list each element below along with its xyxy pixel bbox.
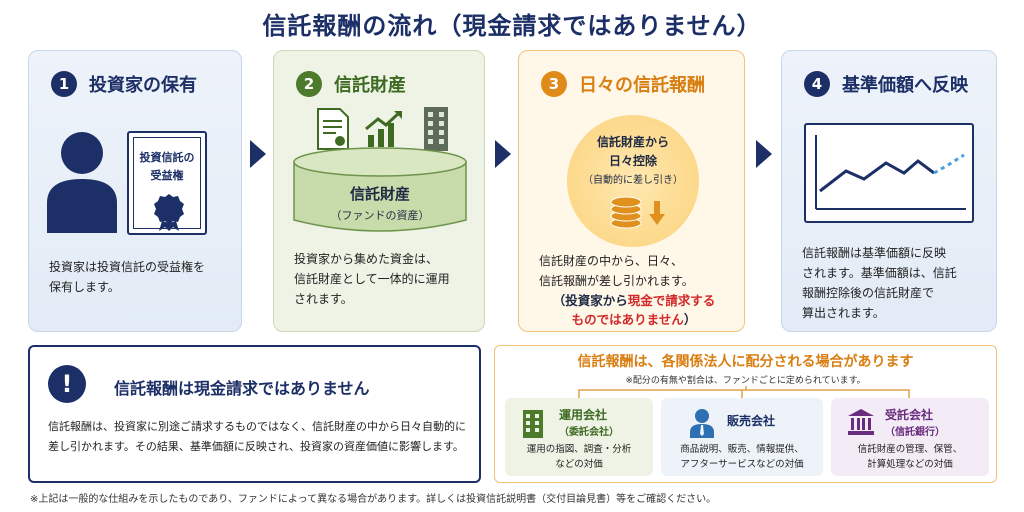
step-1-number: 1 [51, 71, 77, 97]
step-2-number: 2 [296, 71, 322, 97]
step-1-header: 1 投資家の保有 [51, 71, 197, 97]
distribution-title: 信託報酬は、各関係法人に配分される場合があります [577, 354, 914, 370]
party-1-name: 運用会社 [559, 408, 608, 422]
flow-arrow-3 [756, 140, 772, 168]
party-3-desc: 信託財産の管理、保管、 計算処理などの対価 [857, 444, 963, 470]
step-2-description: 投資家から集めた資金は、 信託財産として一体的に運用 されます。 [294, 252, 450, 306]
seal-icon [154, 194, 184, 231]
party-1-desc: 運用の指図、調査・分析 などの対価 [526, 444, 632, 470]
step-2-trust-assets: 2 信託財産 信託財産 （ファンドの資産） 投資家から集めた資金は、 信託財産と… [273, 50, 485, 332]
circle-line-2: 日々控除 [608, 154, 657, 168]
party-3-sub: （信託銀行） [885, 427, 945, 438]
party-1-sub: （委託会社） [559, 427, 619, 438]
step-1-investor-holding: 1 投資家の保有 投資信託の 受益権 投資家は投資信託の受益権を 保有します。 [28, 50, 242, 332]
party-management-company: 運用会社 （委託会社） 運用の指図、調査・分析 などの対価 [505, 398, 653, 476]
bank-icon [848, 409, 874, 435]
warning-title: 信託報酬は現金請求ではありません [114, 379, 370, 398]
party-2-desc: 商品説明、販売、情報提供、 アフターサービスなどの対価 [680, 444, 804, 470]
person-icon [47, 132, 117, 233]
office-icon [523, 410, 543, 438]
step-2-header: 2 信託財産 [296, 71, 406, 97]
step-1-label: 投資家の保有 [89, 75, 197, 96]
warning-panel: ! 信託報酬は現金請求ではありません 信託報酬は、投資家に別途ご請求するものでは… [28, 345, 481, 483]
party-3-name: 受託会社 [885, 408, 934, 422]
step-3-description: 信託財産の中から、日々、 信託報酬が差し引かれます。 [539, 254, 694, 288]
party-trustee: 受託会社 （信託銀行） 信託財産の管理、保管、 計算処理などの対価 [831, 398, 989, 476]
growth-chart-icon [365, 110, 402, 147]
step-4-description: 信託報酬は基準価額に反映 されます。基準価額は、信託 報酬控除後の信託財産で 算… [802, 246, 957, 320]
step-4-nav-reflection: 4 基準価額へ反映 信託報酬は基準価額に反映 されます。基準価額は、信託 報酬控… [781, 50, 997, 332]
certificate-line-1: 投資信託の [139, 151, 195, 164]
certificate-icon: 投資信託の 受益権 [127, 131, 207, 235]
salesperson-icon [690, 409, 714, 438]
step-2-label: 信託財産 [334, 75, 406, 96]
step-4-header: 4 基準価額へ反映 [804, 71, 968, 97]
flow-arrow-1 [250, 140, 266, 168]
distribution-note: ※配分の有無や割合は、ファンドごとに定められています。 [625, 376, 866, 386]
warning-text: 信託報酬は、投資家に別途ご請求するものではなく、信託財産の中から日々自動的に 差… [48, 420, 466, 453]
circle-line-1: 信託財産から [596, 135, 669, 149]
certificate-line-2: 受益権 [150, 169, 184, 182]
step-3-label: 日々の信託報酬 [579, 75, 705, 96]
line-chart-icon [804, 123, 974, 223]
step-1-description: 投資家は投資信託の受益権を 保有します。 [49, 260, 206, 294]
distribution-panel: 信託報酬は、各関係法人に配分される場合があります ※配分の有無や割合は、ファンド… [494, 345, 997, 483]
drum-title: 信託財産 [349, 185, 410, 203]
coins-icon [610, 196, 642, 229]
step-3-number: 3 [541, 71, 567, 97]
step-4-label: 基準価額へ反映 [842, 75, 968, 96]
building-icon [424, 107, 448, 151]
footnote: ※上記は一般的な仕組みを示したものであり、ファンドによって異なる場合があります。… [30, 494, 717, 505]
flow-arrow-2 [495, 140, 511, 168]
trust-assets-drum [293, 147, 467, 232]
document-icon [317, 108, 349, 150]
circle-line-3: （自動的に差し引き） [583, 175, 683, 186]
step-3-note: （投資家から現金で請求する ものではありません） [552, 293, 716, 327]
step-3-header: 3 日々の信託報酬 [541, 71, 705, 97]
step-4-number: 4 [804, 71, 830, 97]
drum-subtitle: （ファンドの資産） [330, 209, 430, 222]
down-arrow-icon [649, 201, 665, 225]
step-3-daily-fee: 3 日々の信託報酬 信託財産から 日々控除 （自動的に差し引き） 信託財産の中か… [518, 50, 745, 332]
distribution-connector-lines [578, 386, 910, 398]
exclamation-icon: ! [48, 365, 86, 403]
party-distributor: 販売会社 商品説明、販売、情報提供、 アフターサービスなどの対価 [661, 398, 823, 476]
page-title: 信託報酬の流れ（現金請求ではありません） [262, 12, 762, 40]
party-2-name: 販売会社 [727, 414, 776, 428]
deduction-circle: 信託財産から 日々控除 （自動的に差し引き） [567, 115, 699, 247]
